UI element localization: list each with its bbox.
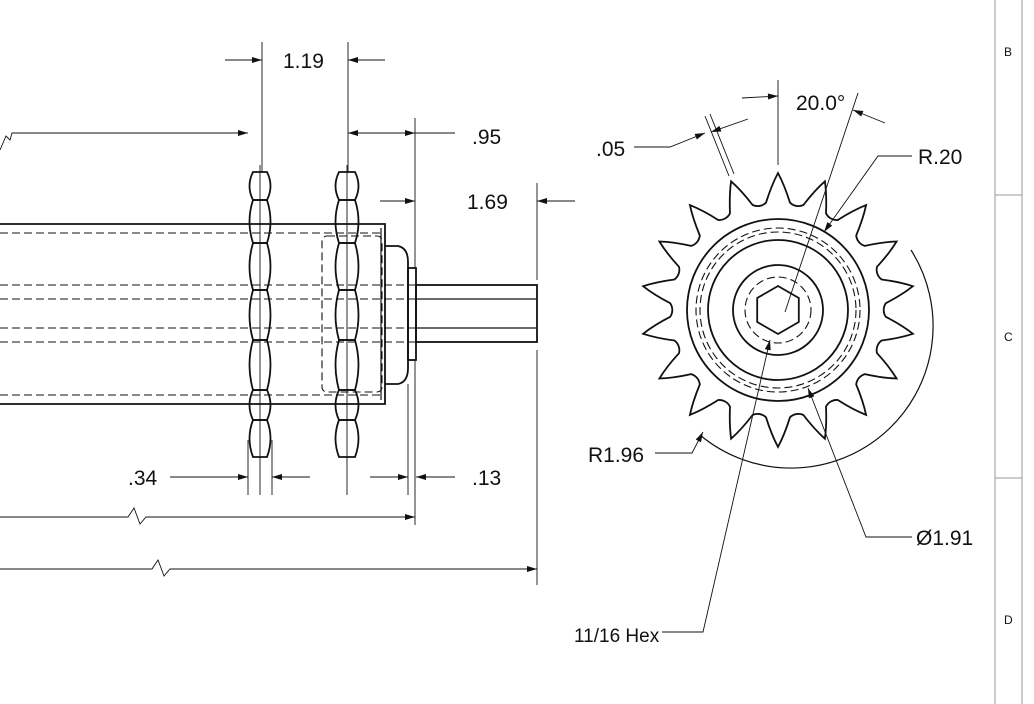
total-length-dimension — [0, 559, 537, 577]
zone-label-d: D — [1004, 613, 1013, 627]
dimension-outer-radius: R1.96 — [588, 431, 704, 467]
dim-label: .95 — [472, 126, 501, 149]
hub-outer-circle — [686, 218, 870, 402]
sprocket-side — [334, 165, 360, 495]
dim-label: Ø1.91 — [916, 527, 973, 550]
bore-circle — [732, 264, 824, 356]
hidden-circle — [699, 231, 857, 389]
hex-bore — [756, 284, 800, 336]
output-shaft — [415, 284, 538, 343]
dimension-0-95: .95 — [0, 118, 501, 268]
zone-label-b: B — [1004, 45, 1012, 59]
sheet-border: B C D — [994, 0, 1023, 704]
dimension-tooth-width: .05 — [596, 113, 749, 177]
dim-label: .13 — [472, 467, 501, 490]
sprocket-profile — [641, 171, 915, 449]
sprocket-tooth — [334, 419, 360, 458]
hidden-circle — [695, 227, 861, 393]
dimension-0-13: .13 — [370, 360, 501, 525]
side-view: 1.19 .95 1.69 .34 — [0, 42, 575, 585]
dimension-angle: 20.0° — [741, 80, 886, 313]
dimension-1-19: 1.19 — [225, 42, 385, 172]
dim-label: .05 — [596, 138, 625, 161]
dimension-0-34: .34 — [128, 440, 310, 495]
dimension-1-69: 1.69 — [380, 183, 575, 585]
dim-label: 20.0° — [796, 92, 845, 115]
dimension-tooth-radius: R.20 — [823, 146, 962, 233]
dim-label: R1.96 — [588, 444, 644, 467]
dim-label: R.20 — [918, 146, 962, 169]
dim-label: 11/16 Hex — [574, 626, 660, 647]
end-view: 20.0° .05 R.20 R1.96 Ø1.91 11/16 Hex — [574, 80, 973, 647]
zone-label-c: C — [1004, 330, 1013, 344]
sprocket-tooth — [248, 419, 272, 458]
hidden-circle — [744, 276, 812, 344]
hub-circle — [707, 239, 849, 381]
dimension-hex: 11/16 Hex — [574, 339, 771, 647]
flange — [385, 245, 409, 385]
overall-length-dimension — [0, 507, 415, 525]
dimension-hub-diameter: Ø1.91 — [807, 387, 973, 550]
dim-label: .34 — [128, 467, 158, 490]
dim-label: 1.19 — [283, 50, 324, 73]
shaft-body — [0, 223, 416, 405]
sprocket-side — [248, 165, 272, 495]
dim-label: 1.69 — [467, 191, 508, 214]
washer — [407, 267, 417, 361]
sprockets — [248, 165, 360, 495]
outer-radius-arc — [699, 249, 934, 469]
